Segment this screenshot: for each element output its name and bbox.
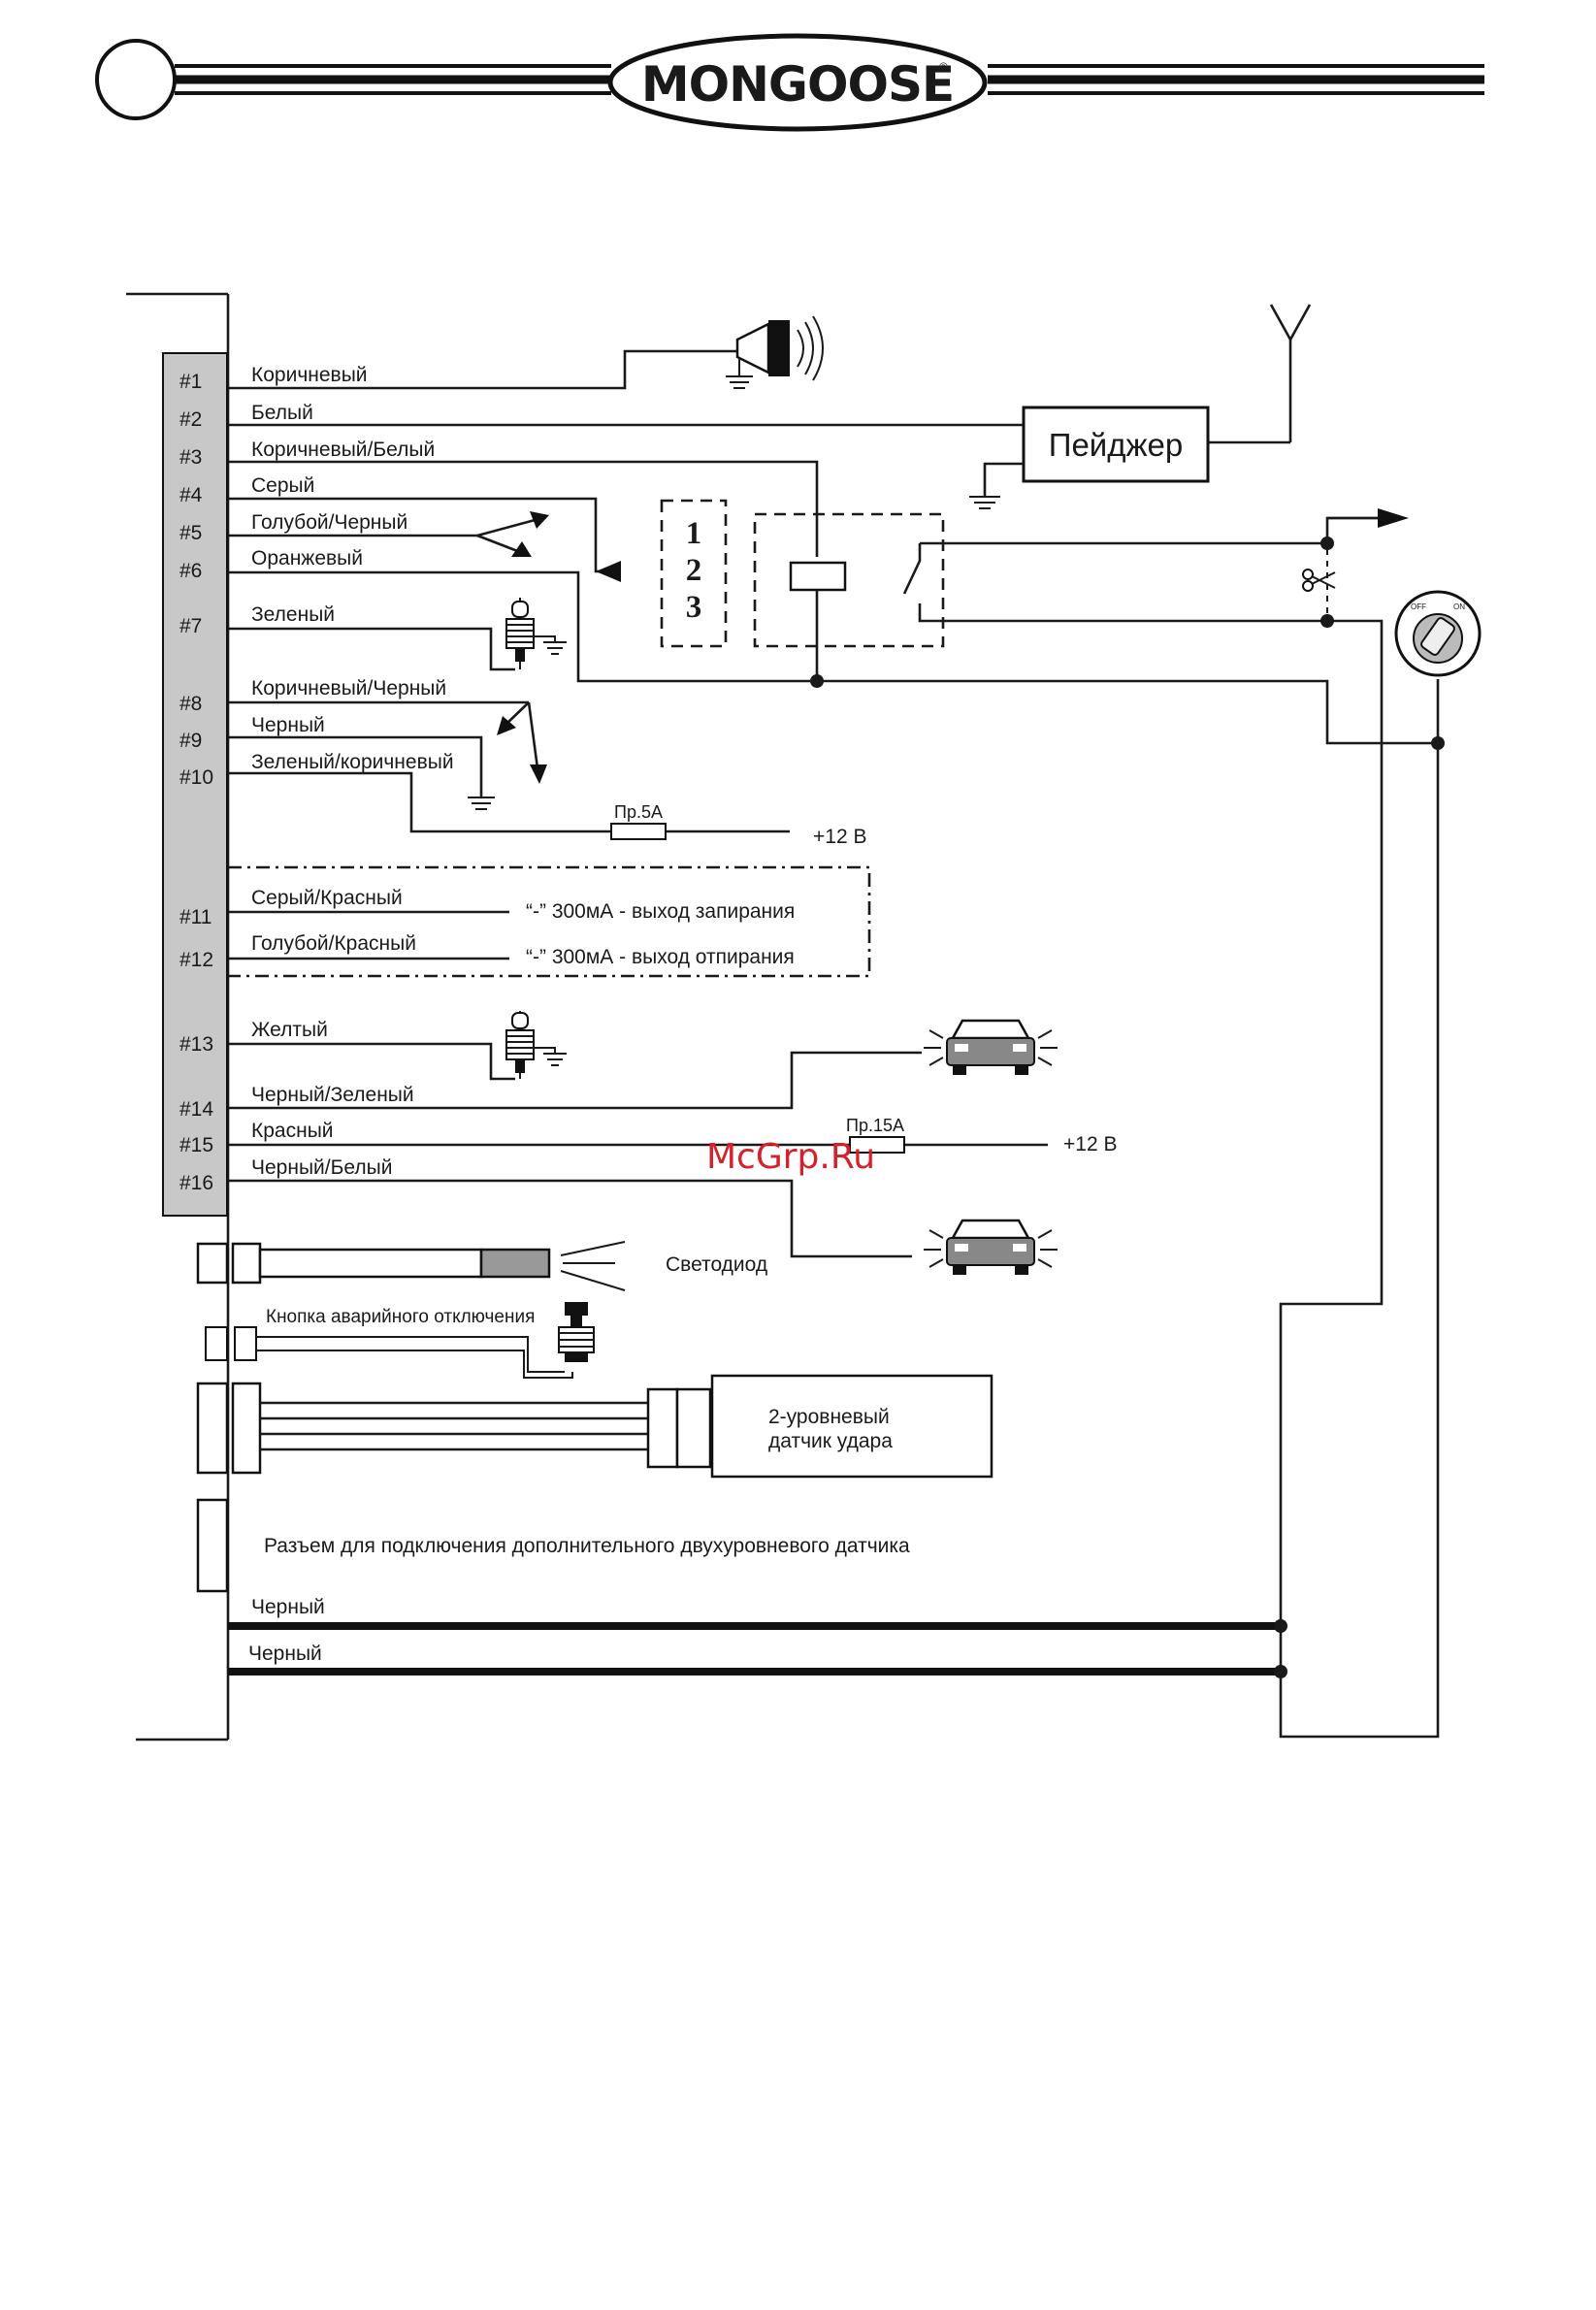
pin-number: #13 bbox=[179, 1033, 213, 1056]
page-number-circle bbox=[95, 39, 177, 120]
main-connector bbox=[162, 352, 228, 1217]
pin-number: #11 bbox=[179, 906, 212, 928]
wire-label: Черный/Белый bbox=[251, 1156, 392, 1179]
output-unlock-label: “-” 300мА - выход отпирания bbox=[526, 946, 795, 968]
brand-logo: MONGOOSE bbox=[641, 56, 954, 113]
pin-number: #12 bbox=[179, 949, 213, 971]
wire-label: Голубой/Черный bbox=[251, 511, 407, 534]
wire-label: Голубой/Красный bbox=[251, 932, 416, 955]
pin-number: #4 bbox=[179, 484, 203, 506]
ignition-switch-icon: OFF ON bbox=[1394, 590, 1482, 677]
wire-label: Зеленый bbox=[251, 603, 335, 626]
shock-sensor-label: датчик удара bbox=[768, 1430, 893, 1452]
supply-12v-label: +12 В bbox=[813, 826, 866, 848]
pin-number: #7 bbox=[179, 615, 202, 637]
pin-number: #2 bbox=[179, 408, 202, 431]
extra-sensor-label: Разъем для подключения дополнительного д… bbox=[264, 1535, 910, 1557]
junction-dot bbox=[1274, 1665, 1287, 1678]
pin-number: #14 bbox=[179, 1098, 213, 1121]
door-switch-icon bbox=[505, 598, 567, 669]
wire-label: Серый/Красный bbox=[251, 887, 403, 909]
car-lights-icon bbox=[924, 1019, 1058, 1075]
extra-sensor-connector-icon: Разъем для подключения дополнительного д… bbox=[196, 1498, 910, 1593]
watermark: McGrp.Ru bbox=[706, 1137, 875, 1177]
hood-switch-icon bbox=[505, 1011, 567, 1079]
wire-label: Желтый bbox=[251, 1019, 328, 1041]
wire-label: Черный/Зеленый bbox=[251, 1084, 414, 1106]
junction-dot bbox=[1320, 537, 1334, 550]
led-icon: Светодиод bbox=[196, 1241, 767, 1291]
pager-label: Пейджер bbox=[1049, 427, 1184, 463]
wire-label: Черный bbox=[251, 714, 325, 736]
siren-icon bbox=[726, 315, 824, 389]
wire-labels: Коричневый Белый Коричневый/Белый Серый … bbox=[251, 364, 454, 1179]
relay-number: 1 bbox=[686, 516, 702, 551]
fuse-15a-label: Пр.15А bbox=[846, 1116, 904, 1135]
pin-number: #10 bbox=[179, 766, 213, 789]
emergency-button-icon: Кнопка аварийного отключения bbox=[205, 1302, 595, 1379]
antenna-icon bbox=[1208, 304, 1312, 444]
wire-label: Коричневый bbox=[251, 364, 368, 386]
trunk-actuator-arrows-icon bbox=[228, 701, 547, 810]
shock-sensor-label: 2-уровневый bbox=[768, 1406, 890, 1428]
ignition-on-label: ON bbox=[1453, 602, 1465, 611]
wire-label: Серый bbox=[251, 474, 314, 497]
pin-number: #6 bbox=[179, 560, 202, 582]
central-lock-outputs-block: “-” 300мА - выход запирания “-” 300мА - … bbox=[228, 865, 871, 978]
wires bbox=[228, 349, 1440, 1739]
wire-label: Коричневый/Белый bbox=[251, 439, 435, 461]
pin-numbers: #1 #2 #3 #4 #5 #6 #7 #8 #9 #10 #11 #12 #… bbox=[179, 371, 213, 1194]
ignition-off-label: OFF bbox=[1411, 602, 1426, 611]
junction-dot bbox=[1431, 736, 1445, 750]
wire-label: Оранжевый bbox=[251, 547, 363, 569]
relay-number: 3 bbox=[686, 590, 702, 625]
logo-oval bbox=[607, 33, 988, 132]
pin-number: #15 bbox=[179, 1134, 213, 1156]
wire-label: Зеленый/коричневый bbox=[251, 751, 454, 773]
pin-number: #9 bbox=[179, 730, 202, 752]
junction-dot bbox=[1274, 1619, 1287, 1633]
ground-wire-label: Черный bbox=[248, 1643, 322, 1665]
scissors-icon bbox=[1302, 569, 1336, 592]
fuse-15a-icon: Пр.15А +12 В bbox=[846, 1116, 1117, 1155]
car-lights-icon bbox=[924, 1219, 1058, 1275]
pin-number: #16 bbox=[179, 1172, 213, 1194]
pager-box: Пейджер bbox=[969, 406, 1210, 509]
pin-number: #5 bbox=[179, 522, 202, 544]
pin-number: #3 bbox=[179, 446, 202, 469]
emergency-button-label: Кнопка аварийного отключения bbox=[266, 1307, 535, 1327]
pin-number: #8 bbox=[179, 693, 202, 715]
wire-label: Коричневый/Черный bbox=[251, 677, 446, 700]
header: MONGOOSE ® bbox=[95, 33, 1484, 132]
supply-12v-label: +12 В bbox=[1063, 1133, 1117, 1155]
output-arrow-icon bbox=[1327, 508, 1409, 528]
junctions bbox=[810, 537, 1445, 1678]
pin-number: #1 bbox=[179, 371, 202, 393]
output-lock-label: “-” 300мА - выход запирания bbox=[526, 900, 795, 923]
lock-actuator-arrows-icon bbox=[476, 511, 549, 557]
relay-number: 2 bbox=[686, 553, 702, 588]
registered-mark: ® bbox=[939, 60, 948, 74]
relay-number-block: 1 2 3 bbox=[596, 499, 728, 648]
junction-dot bbox=[1320, 614, 1334, 628]
led-label: Светодиод bbox=[666, 1253, 767, 1276]
shock-sensor-icon: 2-уровневый датчик удара bbox=[196, 1374, 993, 1479]
relay-icon bbox=[753, 512, 945, 681]
wire-label: Белый bbox=[251, 402, 313, 424]
wire-label: Красный bbox=[251, 1120, 334, 1142]
fuse-5a-label: Пр.5А bbox=[614, 802, 663, 822]
fuse-5a-icon: Пр.5А +12 В bbox=[610, 802, 866, 848]
ground-wire-label: Черный bbox=[251, 1596, 325, 1618]
